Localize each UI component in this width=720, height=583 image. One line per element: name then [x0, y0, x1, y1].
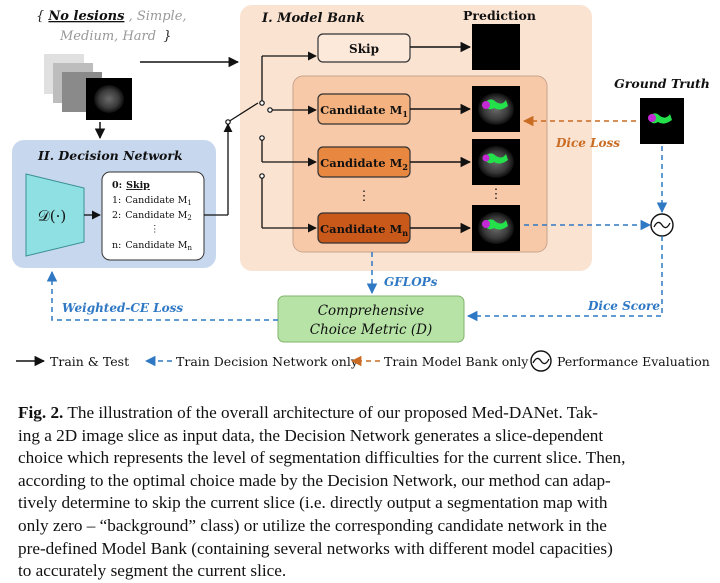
ground-truth-image: [640, 98, 684, 144]
choice-n-sub: n: [187, 244, 192, 252]
candidate-mn-sub: n: [402, 228, 408, 238]
switch-terminals: [225, 100, 273, 179]
candidate-m2-label: Candidate M: [320, 156, 402, 170]
legend-train-test: Train & Test: [50, 354, 129, 369]
decision-trapezoid: [25, 173, 85, 257]
brace-close: }: [163, 29, 171, 44]
dice-score-arrow: [466, 236, 663, 322]
choice-2-sub: 2: [187, 214, 191, 222]
svg-text:Candidate M2: Candidate M2: [320, 156, 408, 172]
input-slice-stack: [44, 54, 132, 120]
choice-0-idx: 0:: [112, 180, 122, 191]
choice-2-label: Candidate M: [125, 210, 187, 221]
performance-eval-wave: [653, 221, 671, 229]
choice-1-idx: 1:: [112, 195, 121, 206]
choice-1-sub: 1: [187, 199, 191, 207]
ground-truth-label: Ground Truth: [614, 76, 710, 91]
choice-n-label: Candidate M: [125, 240, 187, 251]
no-lesions-label: No lesions: [47, 9, 125, 24]
candidate-m2-box: Candidate M2: [317, 146, 411, 178]
choice-metric-line2: Choice Metric (D): [310, 322, 433, 338]
brace-open: {: [36, 9, 44, 24]
legend-performance: Performance Evaluation: [557, 354, 710, 369]
candidate-m1-label: Candidate M: [320, 103, 402, 117]
candidate-m1-box: Candidate M1: [317, 93, 411, 125]
svg-text:Medium, Hard }: Medium, Hard }: [59, 29, 172, 44]
weighted-ce-label: Weighted-CE Loss: [62, 301, 183, 315]
legend-decision-only: Train Decision Network only: [176, 354, 359, 369]
decision-d-symbol: 𝒟(·): [38, 207, 66, 225]
decision-network-title: II. Decision Network: [37, 148, 183, 163]
skip-box-label: Skip: [349, 42, 379, 56]
svg-text:1:Candidate M1: 1: Candidate M1: [112, 195, 192, 207]
choice-list-box: [101, 171, 205, 261]
svg-text:0:Skip: 0: Skip: [112, 180, 150, 191]
architecture-figure: { No lesions , Simple, Medium, Hard } I.…: [12, 5, 710, 372]
candidate-m1-sub: 1: [402, 109, 408, 119]
caption-line-7: pre-defined Model Bank (containing sever…: [18, 538, 613, 558]
choice-2-idx: 2:: [112, 210, 121, 221]
model-bank-title: I. Model Bank: [261, 11, 365, 26]
svg-text:Candidate M1: Candidate M1: [320, 103, 408, 119]
caption-line-6: only zero – “background” class) or utili…: [18, 515, 607, 535]
gflops-label: GFLOPs: [384, 275, 438, 289]
candidate-mn-label: Candidate M: [320, 222, 402, 236]
weighted-ce-arrow: [46, 270, 278, 321]
choice-1-label: Candidate M: [125, 195, 187, 206]
candidate-ellipsis: ⋮: [358, 189, 371, 204]
legend-bank-only: Train Model Bank only: [384, 354, 529, 369]
caption-line-2: ing a 2D image slice as input data, the …: [18, 425, 604, 445]
caption-fig-label: Fig. 2.: [18, 403, 64, 422]
choice-n-idx: n:: [112, 240, 121, 251]
choice-metric-line1: Comprehensive: [318, 303, 425, 319]
simple-label: , Simple,: [129, 9, 187, 24]
switch-wiring: [227, 51, 317, 233]
prediction-mn-image: [472, 205, 520, 251]
figure-caption: Fig. 2. The illustration of the overall …: [18, 402, 708, 583]
choice-list: 0:Skip 1:Candidate M1 2:Candidate M2 ⋮ n…: [112, 180, 192, 252]
medium-hard-label: Medium, Hard: [59, 29, 156, 44]
legend: Train & Test Train Decision Network only…: [16, 350, 710, 372]
svg-text:2:Candidate M2: 2: Candidate M2: [112, 210, 192, 222]
dice-score-label: Dice Score: [587, 299, 660, 313]
caption-line-8: to accurately segment the current slice.: [18, 561, 287, 581]
svg-text:n:Candidate Mn: n: Candidate Mn: [112, 240, 192, 252]
caption-line-3: choice which represents the level of seg…: [18, 448, 626, 468]
caption-line-1: Fig. 2. The illustration of the overall …: [18, 402, 708, 425]
prediction-ellipsis: ⋮: [490, 187, 503, 202]
difficulty-levels: { No lesions , Simple, Medium, Hard }: [36, 9, 187, 44]
prediction-m2-image: [472, 139, 520, 185]
candidate-mn-box: Candidate Mn: [317, 212, 411, 244]
caption-line-5: tively determine to skip the current sli…: [18, 493, 608, 513]
svg-text:Candidate Mn: Candidate Mn: [320, 222, 408, 238]
dice-loss-label: Dice Loss: [555, 136, 620, 150]
choice-ellipsis: ⋮: [150, 224, 160, 235]
skip-box: [317, 33, 411, 63]
choice-0-label: Skip: [126, 180, 150, 191]
caption-line-4: according to the optimal choice made by …: [18, 470, 611, 490]
prediction-skip-image: [472, 24, 520, 70]
caption-line-1-text: The illustration of the overall architec…: [63, 403, 598, 422]
choice-metric-box: [277, 295, 465, 343]
svg-text:{ No lesions , Sim: { No lesions , Simple,: [36, 9, 187, 24]
candidate-m2-sub: 2: [402, 162, 408, 172]
prediction-m1-image: [472, 86, 520, 132]
prediction-label: Prediction: [463, 8, 536, 23]
